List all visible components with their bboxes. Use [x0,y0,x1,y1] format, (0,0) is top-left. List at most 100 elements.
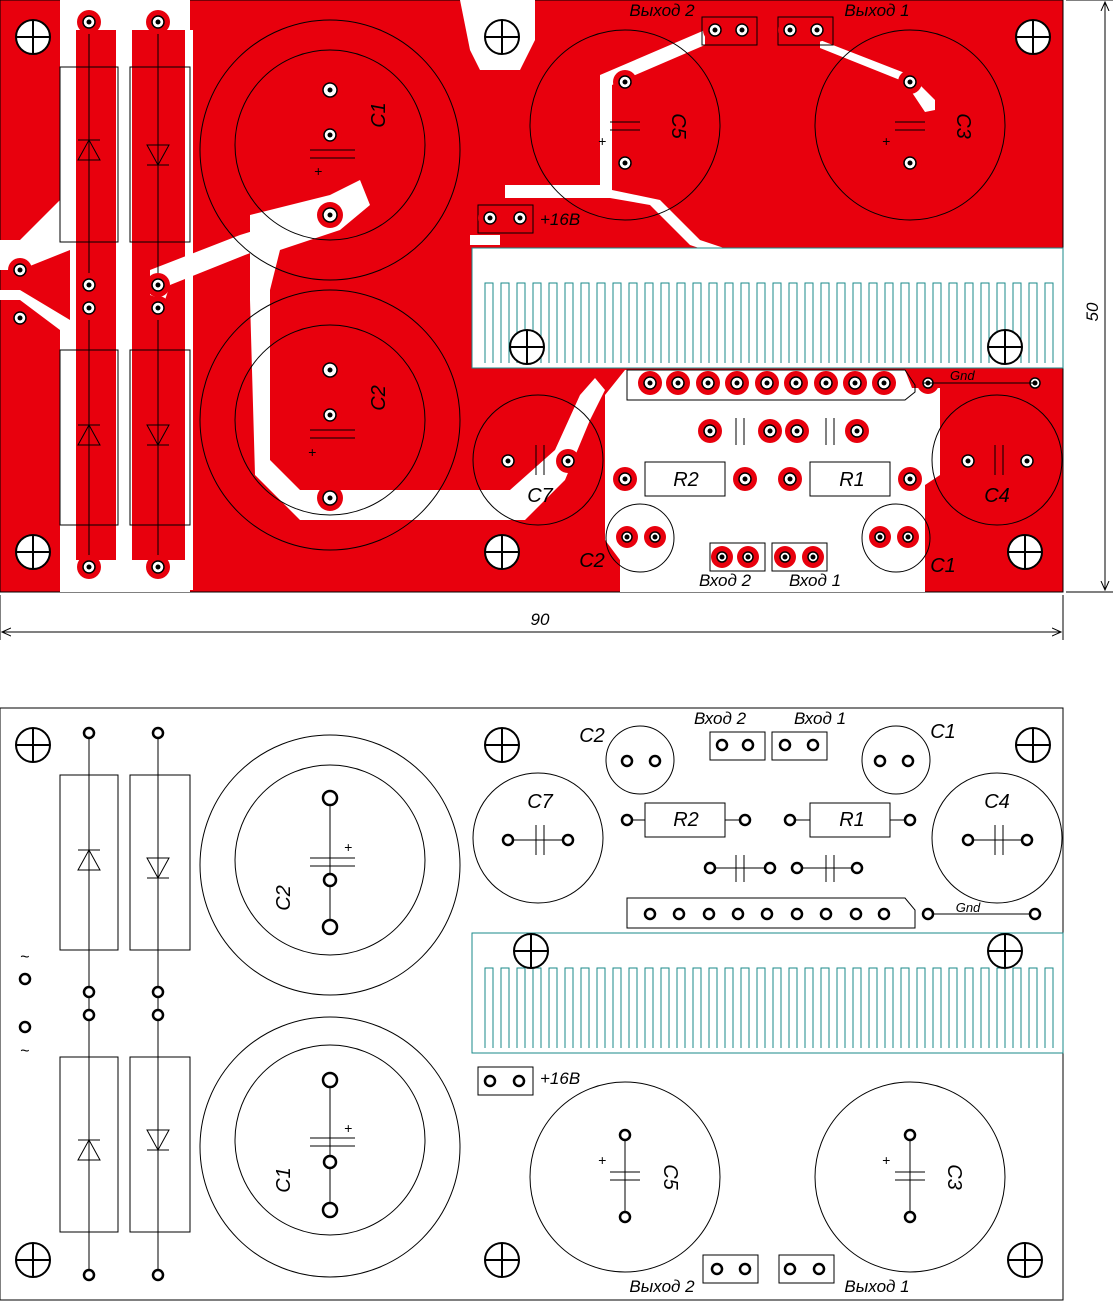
pad [1028,907,1042,921]
mount-hole [513,933,549,969]
label-c2-bottom: C2 [273,885,295,911]
label-c3-top: C3 [952,113,974,139]
dimension-width: 90 [531,610,550,629]
pad [321,918,339,936]
mount-holes-bottom [15,727,1051,1278]
cap-symbols-top [310,121,1035,475]
pad [643,907,657,921]
heatsink-top [471,247,1064,369]
mount-hole [1007,1242,1043,1278]
pad [638,371,662,395]
pad [783,813,797,827]
label-power-top: +16В [540,210,580,229]
plus-c1-bottom: + [344,1120,352,1136]
pad [318,123,342,147]
pad [961,833,975,847]
pad [725,371,749,395]
pad [778,738,792,752]
pad [620,754,634,768]
pad [672,907,686,921]
plus-c5-top: + [598,133,606,149]
pads-bottom [18,726,1042,1282]
pad [778,467,802,491]
label-c1-top: C1 [368,102,390,128]
pad [18,1020,32,1034]
pad [512,1074,526,1088]
mount-hole [15,534,51,570]
pad [758,419,782,443]
pad [146,296,170,320]
mount-hole [484,727,520,763]
pad [146,10,170,34]
pad [317,485,343,511]
mount-hole [15,19,51,55]
pad [151,726,165,740]
pad [613,467,637,491]
pad [151,1268,165,1282]
pads-top [8,10,1046,579]
mount-hole [1015,19,1051,55]
mount-hole [484,534,520,570]
pad [715,738,729,752]
mount-hole [987,933,1023,969]
mount-hole [484,19,520,55]
label-c4-top: C4 [984,485,1010,507]
pad [696,371,720,395]
pad [77,273,101,297]
pad [648,754,662,768]
pad [496,449,520,473]
mount-hole [15,727,51,763]
pad [8,258,32,282]
labels-bottom: Вход 2 Вход 1 Выход 2 Выход 1 +16В Gnd ~… [20,709,1010,1296]
plus-c2-bottom: + [344,839,352,855]
pad [877,907,891,921]
pad [1015,449,1039,473]
pad [146,555,170,579]
label-in1-top: Вход 1 [789,571,841,590]
ac-mark-2: ~ [20,1043,29,1060]
mount-holes-top [15,19,1051,570]
pad [478,206,502,230]
pad [613,151,637,175]
label-c7-bottom: C7 [527,791,553,813]
pad [785,419,809,443]
heatsink-bottom [471,932,1064,1054]
label-r1-top: R1 [839,469,865,491]
label-r1-bottom: R1 [839,809,865,831]
pad [898,467,922,491]
pad [616,526,638,548]
label-c2-top: C2 [368,385,390,411]
pad [763,861,777,875]
plus-c1-top: + [314,163,322,179]
pad [483,1074,497,1088]
pad [613,70,637,94]
pad [872,371,896,395]
pad [774,546,796,568]
pad [702,907,716,921]
label-c1s-bottom: C1 [930,721,956,743]
pad [812,1262,826,1276]
pad [77,10,101,34]
pad [783,1262,797,1276]
pad [18,972,32,986]
label-gnd-bottom: Gnd [956,900,981,915]
mount-hole [1015,727,1051,763]
pad [77,555,101,579]
pad [898,70,922,94]
pad [806,738,820,752]
pad [620,813,634,827]
pad [703,18,727,42]
label-c5-top: C5 [667,113,689,139]
pad [814,371,838,395]
labels-top: Выход 2 Выход 1 +16В Gnd Вход 2 Вход 1 C… [308,1,1010,590]
pad [317,202,343,228]
label-r2-bottom: R2 [673,809,699,831]
pad [784,371,808,395]
pad [711,546,733,568]
pad [802,546,824,568]
pad [561,833,575,847]
pad [644,526,666,548]
pad [755,371,779,395]
pad [731,907,745,921]
